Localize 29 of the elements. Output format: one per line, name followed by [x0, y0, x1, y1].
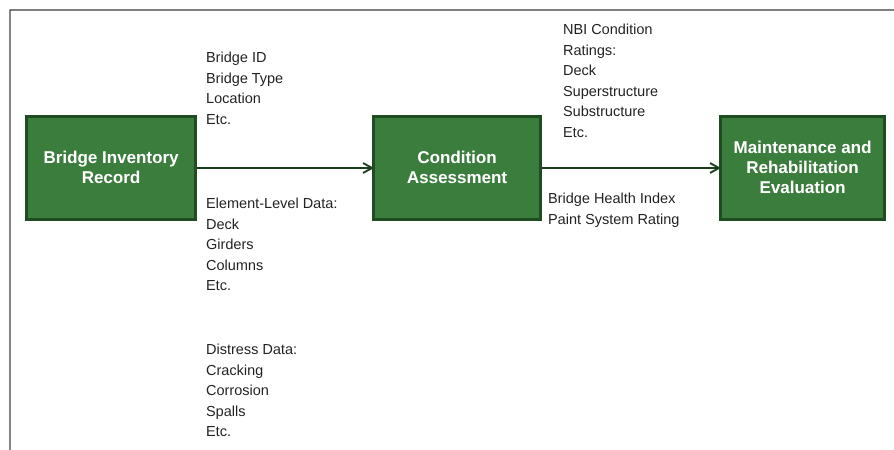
data-item-label: Cracking — [206, 362, 264, 380]
data-item-label: Spalls — [206, 402, 246, 422]
data-item-label: Bridge Health Index — [548, 190, 676, 209]
data-item-label: Etc. — [206, 423, 232, 442]
data-item-label: Corrosion — [206, 382, 270, 401]
arrow — [542, 162, 720, 174]
data-item-label: Distress Data: — [206, 341, 298, 360]
process-box — [25, 115, 197, 221]
arrow — [197, 162, 373, 174]
data-item-label: Substructure — [563, 103, 646, 122]
data-item-label: Superstructure — [563, 82, 660, 102]
data-item-label: Columns — [206, 256, 264, 276]
data-item-label: Paint System Rating — [548, 210, 680, 230]
data-item-label: Etc. — [206, 277, 232, 296]
data-item-label: Etc. — [563, 124, 589, 142]
data-item-label: Deck — [206, 216, 240, 234]
data-item-label: Bridge ID — [206, 49, 268, 68]
data-item-label: Girders — [206, 236, 255, 255]
data-item-label: Element-Level Data: — [206, 195, 338, 214]
data-item-label: Deck — [563, 62, 598, 81]
data-item-label: Etc. — [206, 110, 232, 130]
data-item-label: NBI Condition Ratings: — [563, 21, 654, 60]
process-box — [372, 115, 542, 221]
process-box — [719, 115, 886, 221]
box-label: Maintenance and Rehabilitation Evaluation — [732, 138, 872, 198]
box-label: Bridge Inventory Record — [42, 148, 180, 188]
box-label: Condition Assessment — [406, 148, 508, 188]
data-item-label: Location — [206, 90, 262, 109]
data-item-label: Bridge Type — [206, 70, 284, 88]
